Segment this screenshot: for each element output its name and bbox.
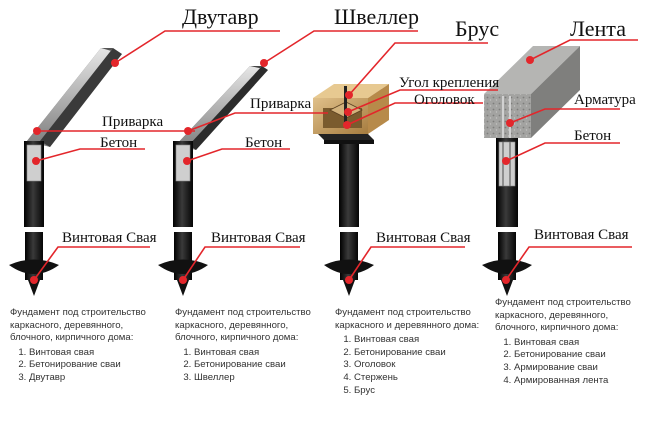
step-item: Швеллер bbox=[194, 372, 325, 385]
description-brus: Фундамент под строительство каркасного и… bbox=[335, 307, 485, 397]
step-item: Брус bbox=[354, 385, 485, 398]
step-item: Стержень bbox=[354, 372, 485, 385]
label-armatura: Арматура bbox=[574, 92, 636, 108]
step-item: Винтовая свая bbox=[354, 334, 485, 347]
step-item: Армирование сваи bbox=[514, 362, 653, 375]
steps-list: Винтовая свая Бетонирование сваи Оголово… bbox=[335, 334, 485, 397]
step-item: Армированная лента bbox=[514, 375, 653, 388]
tape-side bbox=[531, 46, 580, 138]
step-item: Винтовая свая bbox=[29, 347, 165, 360]
pile-dvutavr bbox=[9, 48, 122, 296]
title-shveller: Швеллер bbox=[334, 4, 419, 29]
step-item: Оголовок bbox=[354, 359, 485, 372]
title-lenta: Лента bbox=[570, 16, 626, 41]
label-privarka-2: Приварка bbox=[250, 96, 312, 112]
pile-brus bbox=[313, 84, 389, 296]
description-dvutavr: Фундамент под строительство каркасного, … bbox=[10, 307, 165, 385]
description-text: Фундамент под строительство каркасного, … bbox=[10, 307, 146, 344]
label-privarka-1: Приварка bbox=[102, 114, 164, 130]
screw-blade bbox=[324, 259, 374, 274]
channel-beam-web bbox=[189, 66, 268, 150]
title-dvutavr: Двутавр bbox=[182, 4, 259, 29]
label-vintovaya-svaya-4: Винтовая Свая bbox=[534, 227, 629, 243]
timber-top bbox=[313, 84, 389, 98]
label-vintovaya-svaya-2: Винтовая Свая bbox=[211, 230, 306, 246]
step-item: Винтовая свая bbox=[194, 347, 325, 360]
description-text: Фундамент под строительство каркасного и… bbox=[335, 307, 480, 331]
label-ogolovok: Оголовок bbox=[414, 92, 475, 108]
steps-list: Винтовая свая Бетонирование сваи Швеллер bbox=[175, 347, 325, 385]
tape-top bbox=[484, 46, 580, 94]
description-text: Фундамент под строительство каркасного, … bbox=[175, 307, 311, 344]
screw-blade bbox=[158, 259, 208, 274]
tape-front bbox=[484, 94, 531, 138]
step-item: Бетонирование сваи bbox=[29, 359, 165, 372]
step-item: Бетонирование сваи bbox=[514, 349, 653, 362]
label-beton-1: Бетон bbox=[100, 135, 138, 151]
step-item: Двутавр bbox=[29, 372, 165, 385]
pile-shveller bbox=[158, 66, 268, 296]
screw-blade bbox=[9, 259, 59, 274]
label-beton-4: Бетон bbox=[574, 128, 612, 144]
pile-head-plate bbox=[318, 134, 374, 140]
steps-list: Винтовая свая Бетонирование сваи Армиров… bbox=[495, 337, 653, 387]
label-ugol-krepleniya: Угол крепления bbox=[399, 75, 500, 91]
screw-blade bbox=[482, 259, 532, 274]
steps-list: Винтовая свая Бетонирование сваи Двутавр bbox=[10, 347, 165, 385]
label-vintovaya-svaya-3: Винтовая Свая bbox=[376, 230, 471, 246]
step-item: Бетонирование сваи bbox=[354, 347, 485, 360]
step-item: Бетонирование сваи bbox=[194, 359, 325, 372]
description-text: Фундамент под строительство каркасного, … bbox=[495, 297, 631, 334]
description-lenta: Фундамент под строительство каркасного, … bbox=[495, 297, 653, 387]
step-item: Винтовая свая bbox=[514, 337, 653, 350]
i-beam-web bbox=[40, 48, 122, 147]
label-beton-2: Бетон bbox=[245, 135, 283, 151]
description-shveller: Фундамент под строительство каркасного, … bbox=[175, 307, 325, 385]
title-brus: Брус bbox=[455, 16, 500, 41]
label-vintovaya-svaya-1: Винтовая Свая bbox=[62, 230, 157, 246]
callout-dots bbox=[30, 56, 534, 284]
callout-lines bbox=[33, 30, 638, 281]
